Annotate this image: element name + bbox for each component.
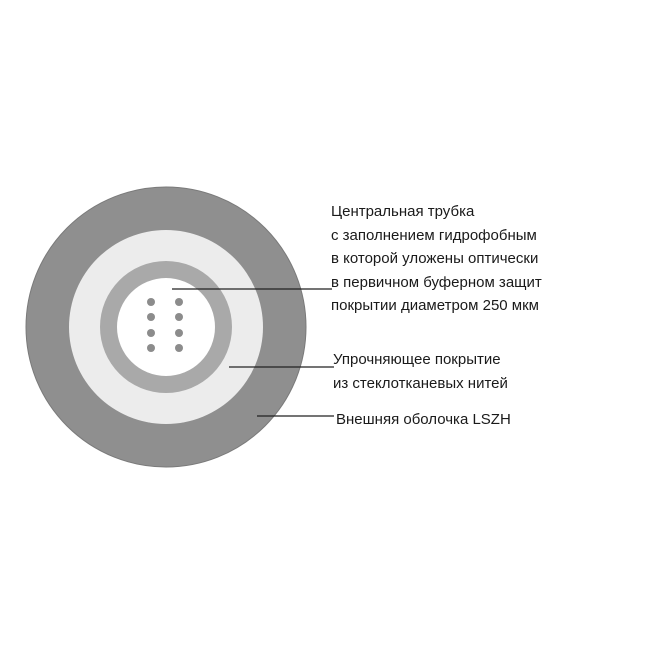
strength-member-label: Упрочняющее покрытие из стеклотканевых н… [333, 348, 593, 395]
optical-fiber [175, 344, 183, 352]
optical-fiber [147, 298, 155, 306]
outer-sheath-label-line: Внешняя оболочка LSZH [336, 411, 511, 428]
optical-fibers [147, 298, 183, 352]
optical-fiber [147, 344, 155, 352]
strength-member-label-line: Упрочняющее покрытие [333, 351, 501, 368]
outer-sheath-label: Внешняя оболочка LSZH [336, 408, 596, 432]
central-tube-label: Центральная трубка с заполнением гидрофо… [331, 200, 601, 318]
central-tube-label-line: покрытии диаметром 250 мкм [331, 297, 539, 314]
optical-fiber [147, 313, 155, 321]
central-tube-label-line: в первичном буферном защит [331, 273, 542, 291]
strength-member-label-line: из стеклотканевых нитей [333, 374, 508, 392]
central-tube-label-line: Центральная трубка [331, 203, 475, 220]
optical-fiber [175, 329, 183, 337]
central-tube-label-line: с заполнением гидрофобным [331, 226, 537, 244]
central-tube-label-line: в которой уложены оптически [331, 250, 539, 267]
optical-fiber [175, 313, 183, 321]
optical-fiber [147, 329, 155, 337]
central-tube-core [117, 278, 215, 376]
optical-fiber [175, 298, 183, 306]
